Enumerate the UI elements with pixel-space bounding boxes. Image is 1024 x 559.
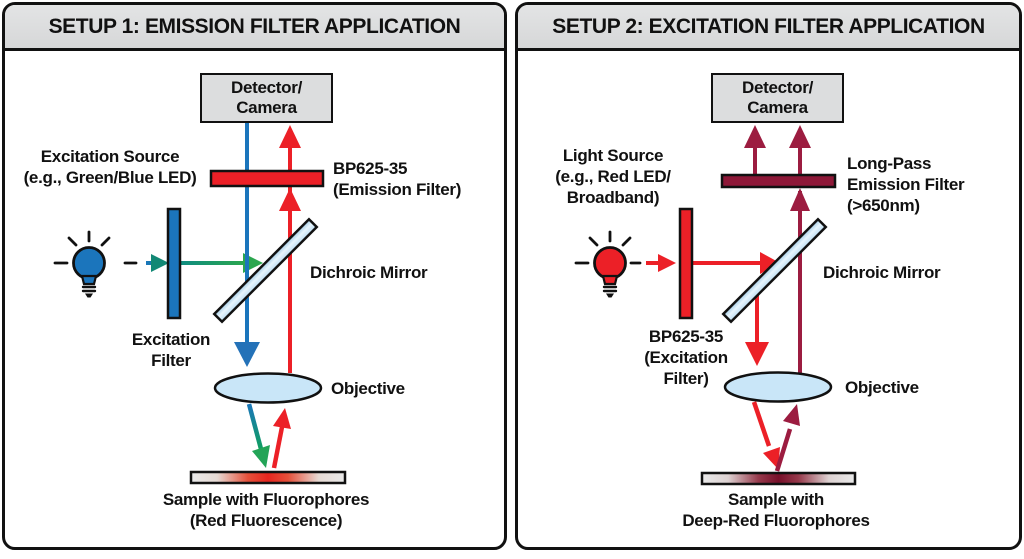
- excitation-to-sample-arrowhead: [252, 445, 270, 468]
- transmitted-emission-arrowhead-left: [744, 125, 766, 148]
- filtered-excitation-arrowhead: [760, 252, 780, 274]
- dichroic-mirror-label: Dichroic Mirror: [310, 263, 428, 282]
- setup2-diagram-svg: [574, 125, 857, 486]
- light-source-label: Light Source (e.g., Red LED/ Broadband): [555, 146, 671, 208]
- setup1-panel: SETUP 1: EMISSION FILTER APPLICATION: [2, 2, 507, 550]
- emission-arrowhead-to-detector: [279, 125, 301, 148]
- excitation-to-sample-arrowhead: [763, 447, 780, 469]
- setup1-header: SETUP 1: EMISSION FILTER APPLICATION: [5, 5, 504, 51]
- excitation-source-label: Excitation Source (e.g., Green/Blue LED): [23, 147, 197, 188]
- detector-camera-box: Detector/ Camera: [711, 73, 844, 123]
- reflected-excitation-arrowhead: [234, 342, 260, 367]
- sample-label: Sample with Fluorophores (Red Fluorescen…: [162, 490, 370, 531]
- detector-camera-box: Detector/ Camera: [200, 73, 333, 123]
- excitation-to-sample-beam: [246, 403, 264, 450]
- emission-filter-label: BP625-35 (Emission Filter): [333, 159, 462, 200]
- excitation-filter-label: BP625-35 (Excitation Filter): [644, 327, 728, 389]
- fluorescence-from-sample-arrowhead: [273, 408, 291, 429]
- source-beam-arrowhead: [658, 254, 676, 272]
- setup1-title: SETUP 1: EMISSION FILTER APPLICATION: [48, 14, 461, 38]
- sample-label: Sample with Deep-Red Fluorophores: [682, 490, 870, 531]
- sample-slide: [700, 471, 857, 486]
- setup1-diagram-svg: [53, 123, 347, 485]
- dichroic-mirror: [721, 217, 828, 324]
- fluorescence-from-sample-beam: [774, 428, 793, 472]
- setup2-title: SETUP 2: EXCITATION FILTER APPLICATION: [552, 14, 985, 38]
- emission-filter-bar: [209, 169, 325, 188]
- sample-slide: [189, 470, 347, 485]
- setup1-body: Detector/ Camera Excitation Source (e.g.…: [5, 51, 504, 547]
- transmitted-emission-arrowhead-right: [789, 125, 811, 148]
- excitation-filter-bar: [678, 207, 694, 320]
- setup2-panel: SETUP 2: EXCITATION FILTER APPLICATION: [515, 2, 1022, 550]
- reflected-excitation-arrowhead: [745, 342, 769, 366]
- light-bulb-icon: [53, 230, 138, 298]
- objective-lens: [723, 371, 833, 403]
- longpass-emission-filter-bar: [720, 173, 837, 189]
- fluorescence-from-sample-arrowhead: [783, 404, 800, 426]
- objective-label: Objective: [331, 379, 405, 398]
- dichroic-mirror: [212, 217, 319, 324]
- setup2-body: Detector/ Camera Light Source (e.g., Red…: [518, 51, 1019, 547]
- excitation-beam-arrowhead: [151, 254, 169, 272]
- emission-arrowhead-to-filter: [279, 188, 301, 211]
- excitation-filter-label: Excitation Filter: [131, 330, 211, 371]
- objective-lens: [213, 372, 323, 404]
- objective-label: Objective: [845, 378, 919, 397]
- excitation-to-sample-beam: [751, 401, 772, 447]
- longpass-filter-label: Long-Pass Emission Filter (>650nm): [847, 154, 965, 216]
- light-bulb-icon: [574, 230, 642, 298]
- excitation-filter-bar: [166, 207, 182, 320]
- dichroic-mirror-label: Dichroic Mirror: [823, 263, 941, 282]
- fluorescence-from-sample-beam: [271, 426, 285, 469]
- emission-arrowhead-to-filter: [790, 188, 810, 211]
- setup2-header: SETUP 2: EXCITATION FILTER APPLICATION: [518, 5, 1019, 51]
